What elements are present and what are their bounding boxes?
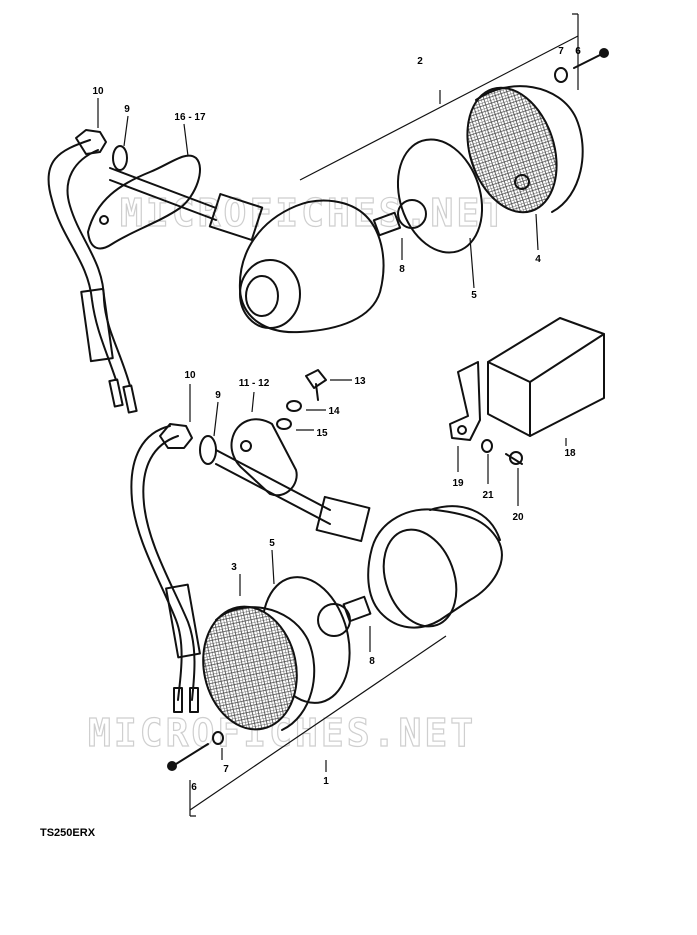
washer-9-top bbox=[112, 145, 128, 171]
bracket-11-12 bbox=[230, 418, 298, 497]
top-connectors bbox=[108, 378, 138, 414]
bolt-13 bbox=[305, 369, 327, 401]
top-shaft bbox=[109, 167, 217, 221]
callout-2: 2 bbox=[417, 56, 423, 67]
top-leaders bbox=[97, 98, 539, 289]
model-code: TS250ERX bbox=[40, 827, 96, 839]
callout-19: 19 bbox=[452, 478, 464, 489]
callout-bracket-1 bbox=[189, 635, 447, 817]
bottom-wire bbox=[130, 425, 183, 701]
bottom-shaft bbox=[215, 449, 331, 525]
callout-8-bottom: 8 bbox=[369, 656, 375, 667]
callout-11-12: 11 - 12 bbox=[239, 378, 270, 389]
callout-10-bottom: 10 bbox=[184, 370, 196, 381]
screw-6-bottom bbox=[175, 743, 209, 765]
bottom-housing bbox=[367, 508, 503, 629]
lens-3-bottom bbox=[202, 605, 316, 731]
top-wire-sleeve bbox=[80, 287, 114, 363]
bulb-8-top bbox=[372, 199, 427, 237]
watermark-top: MICROFICHES.NET bbox=[120, 191, 508, 235]
callout-16-17: 16 - 17 bbox=[174, 112, 206, 123]
washer-7-bottom bbox=[212, 731, 224, 745]
bottom-leaders bbox=[189, 379, 371, 760]
callout-3: 3 bbox=[231, 562, 237, 573]
callout-21: 21 bbox=[482, 490, 494, 501]
lockwasher-14 bbox=[286, 400, 302, 412]
bulb-8-bottom bbox=[317, 595, 372, 637]
nut-10-top bbox=[75, 129, 107, 155]
washer-21 bbox=[481, 439, 493, 453]
bracket-16-17 bbox=[87, 154, 201, 250]
bottom-turn-signal-assembly bbox=[130, 369, 503, 817]
top-turn-signal-assembly bbox=[47, 13, 609, 414]
washer-9-bottom bbox=[199, 435, 217, 465]
callout-bracket-2 bbox=[299, 13, 579, 181]
screw-6-top bbox=[573, 53, 603, 69]
callout-6-bottom: 6 bbox=[191, 782, 197, 793]
bottom-wire-sleeve bbox=[165, 583, 201, 659]
top-socket bbox=[208, 193, 264, 241]
callout-14: 14 bbox=[328, 406, 340, 417]
callout-labels: 6 7 2 10 9 16 - 17 8 4 5 10 11 - 12 13 9… bbox=[92, 46, 581, 793]
o-ring-5-top bbox=[396, 138, 484, 254]
callout-4: 4 bbox=[535, 254, 541, 265]
callout-13: 13 bbox=[354, 376, 366, 387]
callout-8-top: 8 bbox=[399, 264, 405, 275]
relay-group bbox=[449, 317, 605, 506]
callout-7-top: 7 bbox=[558, 46, 564, 57]
bracket-19 bbox=[449, 361, 481, 441]
top-wire bbox=[47, 139, 117, 381]
callout-5-bottom: 5 bbox=[269, 538, 275, 549]
callout-9-top: 9 bbox=[124, 104, 130, 115]
callout-5-top: 5 bbox=[471, 290, 477, 301]
callout-9-bottom: 9 bbox=[215, 390, 221, 401]
callout-20: 20 bbox=[512, 512, 524, 523]
lens-4-top bbox=[466, 85, 584, 214]
top-housing bbox=[238, 199, 385, 334]
callout-18: 18 bbox=[564, 448, 576, 459]
callout-7-bottom: 7 bbox=[223, 764, 229, 775]
callout-1: 1 bbox=[323, 776, 329, 787]
washer-7-top bbox=[554, 67, 568, 83]
relay-18 bbox=[487, 317, 605, 437]
nut-10-bottom bbox=[159, 423, 193, 449]
washer-15 bbox=[276, 418, 292, 430]
bottom-connectors bbox=[173, 687, 199, 713]
callout-6-top: 6 bbox=[575, 46, 581, 57]
bottom-socket bbox=[315, 495, 371, 543]
callout-10-top: 10 bbox=[92, 86, 104, 97]
callout-15: 15 bbox=[316, 428, 328, 439]
